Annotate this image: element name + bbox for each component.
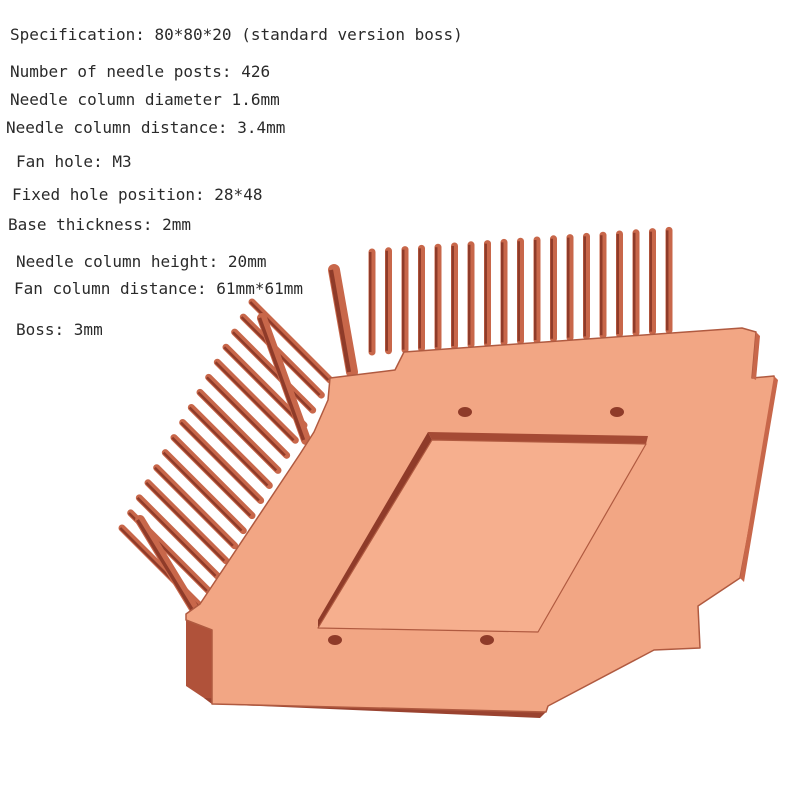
fixed-hole: [458, 407, 472, 417]
needle-pin-shadow: [197, 391, 278, 472]
needle-pin-shadow: [171, 436, 252, 517]
spec-needle-posts: Number of needle posts: 426: [10, 62, 271, 81]
fixed-hole: [480, 635, 494, 645]
boss-top-face: [317, 439, 647, 633]
needle-pins-back-row: [328, 226, 673, 378]
needle-pin: [205, 373, 291, 459]
spec-specification: Specification: 80*80*20 (standard versio…: [10, 25, 463, 44]
spec-needle-distance: Needle column distance: 3.4mm: [6, 118, 286, 137]
spec-needle-diameter: Needle column diameter 1.6mm: [10, 90, 280, 109]
needle-pin-shadow: [223, 346, 304, 427]
boss-side-left: [318, 432, 432, 628]
needle-pin: [257, 313, 311, 445]
needle-pin: [213, 358, 299, 444]
spec-fan-column-distance: Fan column distance: 61mm*61mm: [14, 279, 303, 298]
spec-needle-column-height: Needle column height: 20mm: [16, 252, 267, 271]
needle-pin: [187, 403, 273, 489]
needle-pin: [144, 479, 230, 565]
needle-pin: [135, 515, 201, 617]
base-plate-side: [186, 620, 212, 704]
needle-pins-left-row: [118, 298, 334, 617]
needle-pin: [170, 434, 256, 520]
fixed-hole: [610, 407, 624, 417]
boss-side-top: [428, 432, 648, 444]
spec-boss: Boss: 3mm: [16, 320, 103, 339]
needle-pin-shadow: [145, 481, 226, 562]
needle-pin: [153, 464, 239, 550]
needle-pin-shadow: [257, 317, 306, 441]
fixed-hole: [328, 635, 342, 645]
base-plate-right-edge: [752, 332, 760, 380]
needle-pin-shadow: [162, 451, 243, 532]
spec-fan-hole: Fan hole: M3: [16, 152, 132, 171]
spec-fixed-hole-position: Fixed hole position: 28*48: [12, 185, 263, 204]
needle-pin-shadow: [214, 361, 295, 442]
needle-pin: [196, 388, 282, 474]
needle-pin: [239, 313, 325, 399]
needle-pin: [328, 264, 358, 378]
base-plate-right-notch: [740, 376, 778, 582]
needle-pin: [231, 328, 317, 414]
needle-pin-shadow: [180, 421, 260, 502]
needle-pin-shadow: [136, 519, 195, 613]
needle-pin-shadow: [328, 269, 352, 373]
needle-pin-shadow: [206, 376, 286, 457]
needle-pin: [179, 419, 265, 505]
spec-base-thickness: Base thickness: 2mm: [8, 215, 192, 234]
needle-pin-shadow: [136, 497, 217, 577]
needle-pin: [135, 494, 221, 580]
needle-pin-shadow: [154, 466, 234, 547]
needle-pin-shadow: [188, 406, 269, 487]
needle-pin: [161, 449, 247, 535]
needle-pin-shadow: [232, 331, 312, 411]
